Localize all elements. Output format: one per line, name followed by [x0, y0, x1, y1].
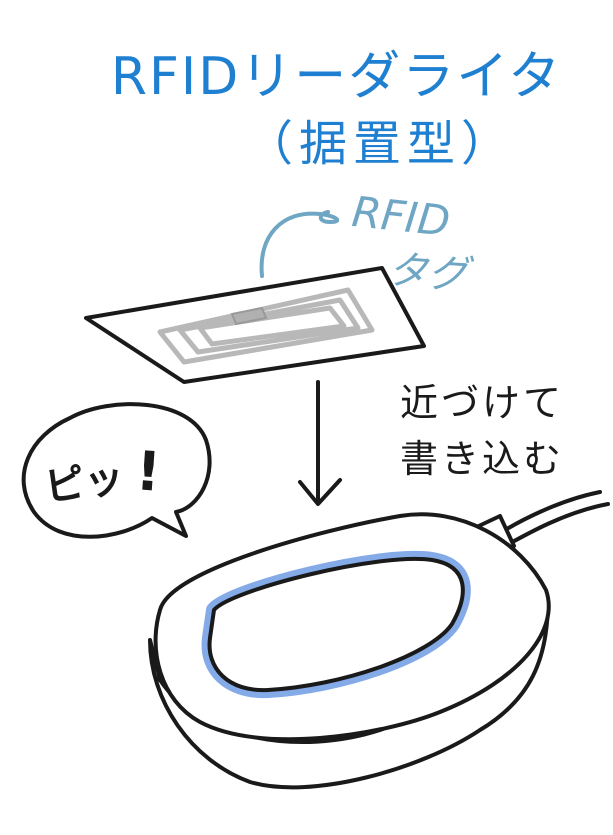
down-arrow-icon [298, 380, 342, 506]
title-line-2: （据置型） [244, 116, 515, 172]
reader-base-side [148, 598, 550, 790]
speech-bubble-text: ピッ [41, 454, 128, 512]
rfid-tag-antenna [157, 287, 375, 365]
caption-line-2: 書き込む [400, 437, 565, 481]
rfid-reader-device [148, 490, 610, 790]
caption-line-1: 近づけて [400, 381, 565, 425]
tag-label-connector [259, 210, 340, 278]
speech-bubble [21, 402, 212, 539]
speech-bubble-exclamation: ! [133, 439, 163, 504]
rfid-tag-card [84, 266, 426, 384]
reader-pad-inner [227, 575, 443, 675]
rfid-tag [84, 266, 426, 384]
tag-label-tag: タグ [386, 247, 470, 299]
title-line-1: RFIDリーダライタ [110, 47, 563, 107]
rfid-tag-chip [230, 306, 268, 326]
